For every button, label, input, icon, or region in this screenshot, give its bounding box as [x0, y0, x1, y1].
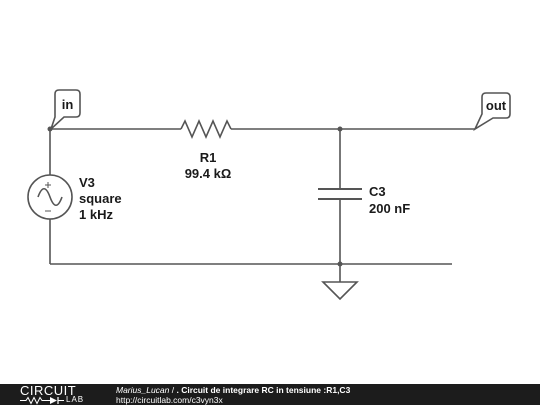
capacitor-c3-value: 200 nF [369, 201, 410, 216]
port-in-flag [50, 89, 81, 130]
capacitor-c3-name: C3 [369, 184, 386, 199]
source-circle [27, 174, 73, 220]
port-out-flag [473, 92, 511, 132]
source-v3-waveform: square [79, 191, 122, 206]
source-v3-frequency: 1 kHz [79, 207, 113, 222]
resistor-logo-icon [20, 396, 64, 405]
credit-line: Marius_Lucan / . Circuit de integrare RC… [116, 385, 350, 395]
logo-text-top: CIRCUIT [20, 383, 77, 398]
sine-wave-icon [37, 187, 63, 207]
ground-symbol [321, 281, 359, 301]
circuitlab-logo[interactable]: CIRCUIT LAB [20, 383, 96, 405]
credit-separator: / [169, 385, 177, 395]
junction-cap-top [337, 126, 343, 132]
source-v3-name: V3 [79, 175, 95, 190]
author-name[interactable]: Marius_Lucan [116, 385, 170, 395]
voltage-source-v3[interactable] [27, 174, 73, 220]
circuit-title: . Circuit de integrare RC in tensiune :R… [176, 385, 351, 395]
port-in[interactable]: in [50, 89, 81, 130]
credit-block: Marius_Lucan / . Circuit de integrare RC… [116, 385, 350, 405]
port-in-label: in [62, 97, 74, 112]
port-out[interactable]: out [473, 92, 511, 132]
logo-bottom-row: LAB [20, 395, 96, 405]
resistor-r1-value: 99.4 kΩ [185, 166, 232, 181]
junction-cap-bottom [337, 261, 343, 267]
port-out-label: out [486, 98, 507, 113]
resistor-r1-symbol[interactable] [180, 119, 232, 139]
logo-text-lab: LAB [66, 395, 85, 404]
resistor-r1-name: R1 [200, 150, 217, 165]
footer-bar: CIRCUIT LAB Marius_Lucan / . Circuit de … [0, 384, 540, 405]
circuit-url[interactable]: http://circuitlab.com/c3vyn3x [116, 395, 223, 405]
circuit-schematic: in out R1 99.4 kΩ V3 square 1 kHz C3 200… [27, 89, 511, 301]
